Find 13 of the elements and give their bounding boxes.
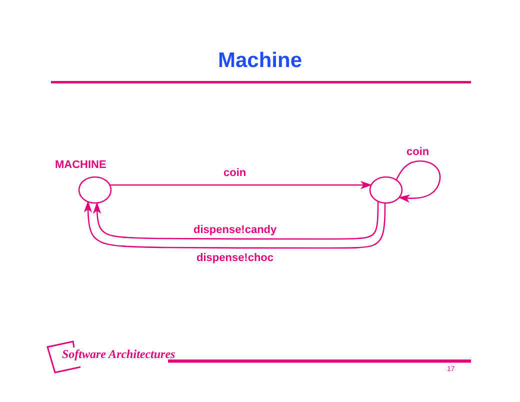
edge-label: coin	[406, 146, 430, 158]
state-name: MACHINE	[55, 158, 106, 172]
slide-title: Machine	[218, 48, 302, 72]
transition-arrow	[110, 181, 372, 189]
transition-arrow	[93, 201, 379, 240]
state-circle	[369, 176, 403, 204]
edge-label: dispense!candy	[192, 224, 278, 236]
transition-arrow	[396, 160, 441, 202]
edge-label: coin	[222, 166, 248, 180]
footer-title: Software Architectures	[62, 348, 176, 362]
transition-arrow	[84, 201, 386, 249]
state-circle	[78, 176, 112, 204]
edge-label: dispense!choc	[196, 252, 275, 264]
